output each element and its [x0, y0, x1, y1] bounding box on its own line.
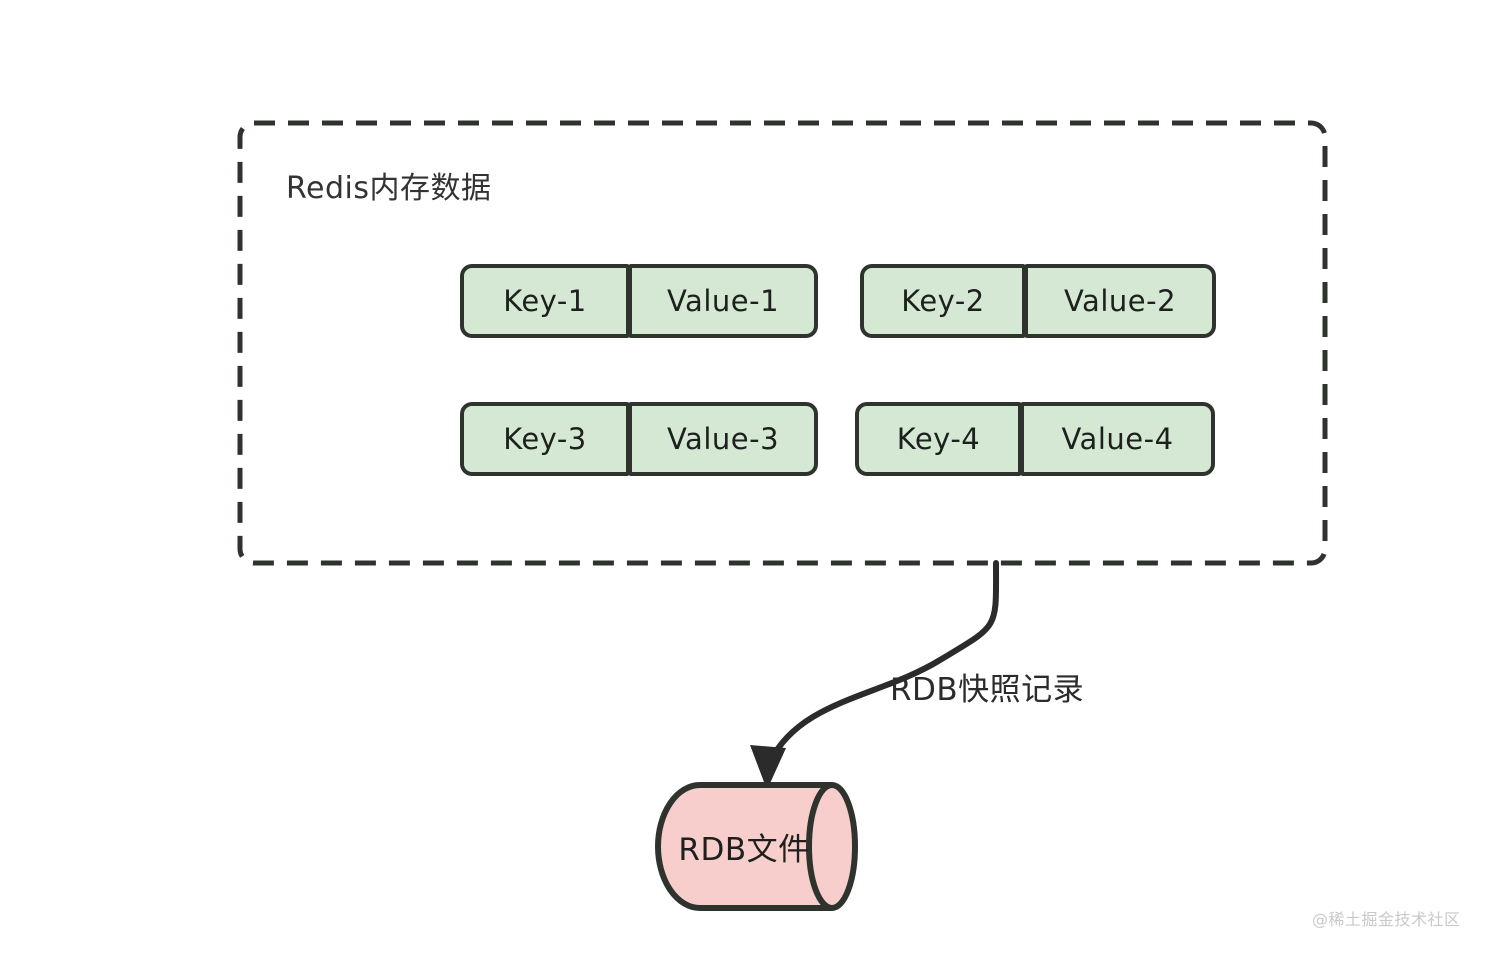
- rdb-file-cylinder: [655, 782, 858, 911]
- kv-value-4: Value-4: [1020, 402, 1215, 476]
- kv-key-2: Key-2: [860, 264, 1026, 338]
- kv-key-4: Key-4: [855, 402, 1022, 476]
- kv-pair-2[interactable]: Key-2 Value-2: [860, 264, 1216, 338]
- kv-pair-1[interactable]: Key-1 Value-1: [460, 264, 818, 338]
- watermark: @稀土掘金技术社区: [1312, 910, 1461, 929]
- kv-pair-3[interactable]: Key-3 Value-3: [460, 402, 818, 476]
- kv-key-1: Key-1: [460, 264, 630, 338]
- snapshot-arrow: [750, 560, 1000, 790]
- snapshot-arrow-label: RDB快照记录: [890, 672, 1085, 708]
- kv-value-1: Value-1: [628, 264, 818, 338]
- kv-value-3: Value-3: [628, 402, 818, 476]
- kv-key-3: Key-3: [460, 402, 630, 476]
- kv-value-2: Value-2: [1024, 264, 1216, 338]
- redis-memory-container-border: [237, 120, 1328, 566]
- memory-container-title: Redis内存数据: [286, 171, 492, 206]
- kv-pair-4[interactable]: Key-4 Value-4: [855, 402, 1215, 476]
